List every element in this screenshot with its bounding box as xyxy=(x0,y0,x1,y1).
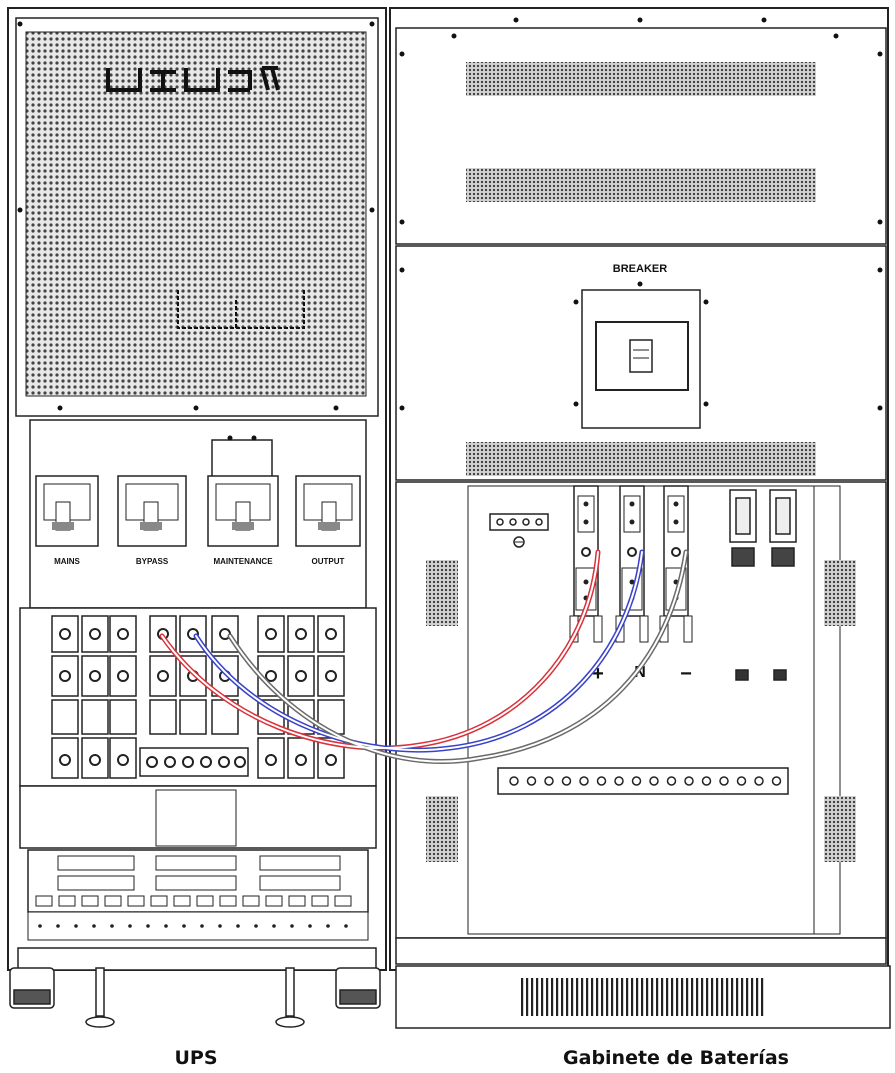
din-rail-terminal xyxy=(736,776,747,786)
ups-control-terminal-strip xyxy=(27,849,369,913)
battery-breaker[interactable] xyxy=(581,289,701,429)
terminal-sign-positive: + xyxy=(592,663,604,685)
rail-screw xyxy=(128,924,132,928)
din-rail-terminal xyxy=(701,776,712,786)
ups-terminal-block xyxy=(81,615,109,779)
rail-screw xyxy=(200,924,204,928)
rail-screw xyxy=(326,924,330,928)
rail-screw xyxy=(290,924,294,928)
rail-screw xyxy=(74,924,78,928)
rail-screw xyxy=(92,924,96,928)
ups-terminal-block xyxy=(109,615,137,779)
ups-terminal-block xyxy=(51,615,79,779)
din-rail-terminal xyxy=(614,776,624,786)
neg-cable-core xyxy=(229,551,687,763)
din-rail-terminal xyxy=(719,776,729,786)
control-terminal xyxy=(173,895,191,907)
din-rail-terminal xyxy=(666,776,677,786)
ups-terminal-block xyxy=(317,615,345,779)
ground-bar xyxy=(489,513,549,548)
control-terminal xyxy=(35,895,53,907)
battery-terminal xyxy=(569,485,603,643)
control-terminal xyxy=(242,895,260,907)
breaker-label: BREAKER xyxy=(613,263,667,275)
control-terminal xyxy=(127,895,145,907)
control-terminal xyxy=(196,895,214,907)
top-vent-2 xyxy=(466,168,816,202)
fuse-holders xyxy=(729,489,797,681)
terminal-sign-neutral: N xyxy=(634,664,646,681)
battery-cabinet: BREAKER xyxy=(389,7,891,1029)
switch-output[interactable] xyxy=(295,475,361,547)
rail-screw xyxy=(308,924,312,928)
control-terminal xyxy=(265,895,283,907)
rail-screw xyxy=(254,924,258,928)
rail-screw xyxy=(218,924,222,928)
control-terminal xyxy=(219,895,237,907)
control-terminal xyxy=(58,895,76,907)
din-rail-terminal xyxy=(754,776,764,786)
rail-screw xyxy=(56,924,60,928)
side-vent-left-upper xyxy=(426,560,458,626)
switch-label-maintenance: MAINTENANCE xyxy=(213,557,273,566)
ups-feet xyxy=(9,967,381,1028)
ups-logo xyxy=(106,66,280,92)
control-terminal xyxy=(81,895,99,907)
switch-mains[interactable] xyxy=(35,475,99,547)
rail-screw xyxy=(164,924,168,928)
pos-cable-core xyxy=(161,551,599,749)
terminal-sign-negative: − xyxy=(680,663,692,685)
bottom-vent xyxy=(520,978,766,1016)
din-rail-terminal xyxy=(649,776,659,786)
rail-screw xyxy=(38,924,42,928)
caption-ups: UPS xyxy=(174,1047,217,1069)
rail-screw xyxy=(110,924,114,928)
din-rail-terminal xyxy=(596,776,607,786)
control-terminal xyxy=(311,895,329,907)
switch-label-bypass: BYPASS xyxy=(136,557,169,566)
ups-cabinet: MAINS BYPASS MAINTENANCE OUTPUT xyxy=(7,7,387,1028)
rail-screw xyxy=(182,924,186,928)
rail-screw xyxy=(272,924,276,928)
side-vent-left-lower xyxy=(426,796,458,862)
din-rail-terminal xyxy=(631,776,642,786)
control-terminal xyxy=(150,895,168,907)
side-vent-right-upper xyxy=(824,560,856,626)
din-rail-terminal xyxy=(579,776,589,786)
caption-battery-cabinet: Gabinete de Baterías xyxy=(563,1047,789,1069)
control-terminal xyxy=(334,895,352,907)
switch-label-output: OUTPUT xyxy=(312,557,345,566)
din-rail-terminal xyxy=(684,776,694,786)
switch-bypass[interactable] xyxy=(117,475,187,547)
top-vent-1 xyxy=(466,62,816,96)
control-terminal xyxy=(288,895,306,907)
din-rail-terminal xyxy=(526,776,537,786)
ups-terminal-block xyxy=(149,615,177,735)
din-rail-terminal xyxy=(561,776,572,786)
breaker-vent xyxy=(466,442,816,476)
switch-maintenance[interactable] xyxy=(207,435,279,547)
din-rail xyxy=(497,767,789,795)
rail-screw xyxy=(236,924,240,928)
rail-screw xyxy=(146,924,150,928)
ups-front-grille xyxy=(25,31,367,397)
switch-label-mains: MAINS xyxy=(54,557,80,566)
rail-screw xyxy=(344,924,348,928)
battery-cables xyxy=(159,549,689,764)
din-rail-terminal xyxy=(771,776,782,786)
din-rail-terminal xyxy=(509,776,519,786)
control-terminal xyxy=(104,895,122,907)
din-rail-terminal xyxy=(544,776,554,786)
side-vent-right-lower xyxy=(824,796,856,862)
neu-cable-core xyxy=(195,551,643,752)
